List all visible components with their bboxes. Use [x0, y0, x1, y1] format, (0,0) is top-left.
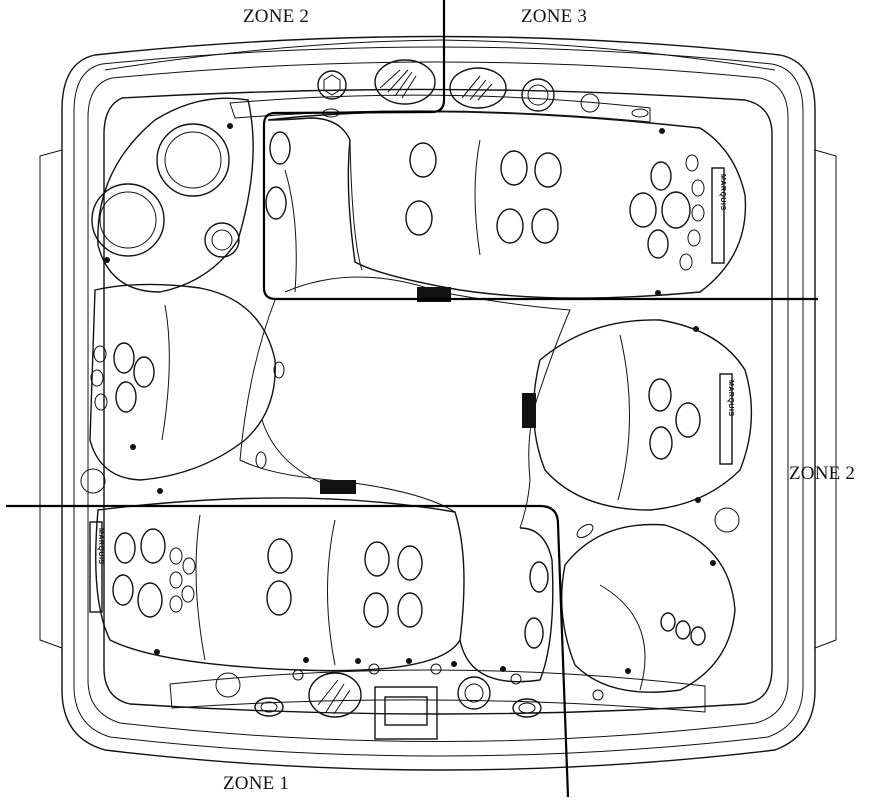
left-seat: [80, 283, 285, 494]
marquis-badge-top-right: MARQUIS: [719, 174, 726, 211]
top-seats: MARQUIS: [265, 108, 747, 299]
zone-boundaries: [6, 0, 818, 798]
filter-corner: [91, 97, 254, 293]
zone-2-label-top: ZONE 2: [243, 6, 310, 27]
marquis-badge-bottom-left: MARQUIS: [97, 528, 104, 565]
bottom-seats: MARQUIS: [89, 497, 554, 683]
zone-1-label-bottom: ZONE 1: [223, 773, 290, 794]
bottom-control-strip: [169, 657, 706, 740]
footwell: [239, 276, 571, 529]
zone-1-boundary: [6, 504, 570, 798]
zone-3-boundary: [262, 0, 818, 301]
spa-shell: [39, 35, 837, 771]
marquis-badge-right: MARQUIS: [727, 380, 734, 417]
right-seat: MARQUIS: [532, 319, 753, 533]
zone-2-label-right: ZONE 2: [789, 463, 856, 484]
zone-3-label-top: ZONE 3: [521, 6, 588, 27]
lower-right-seat: [560, 523, 736, 693]
